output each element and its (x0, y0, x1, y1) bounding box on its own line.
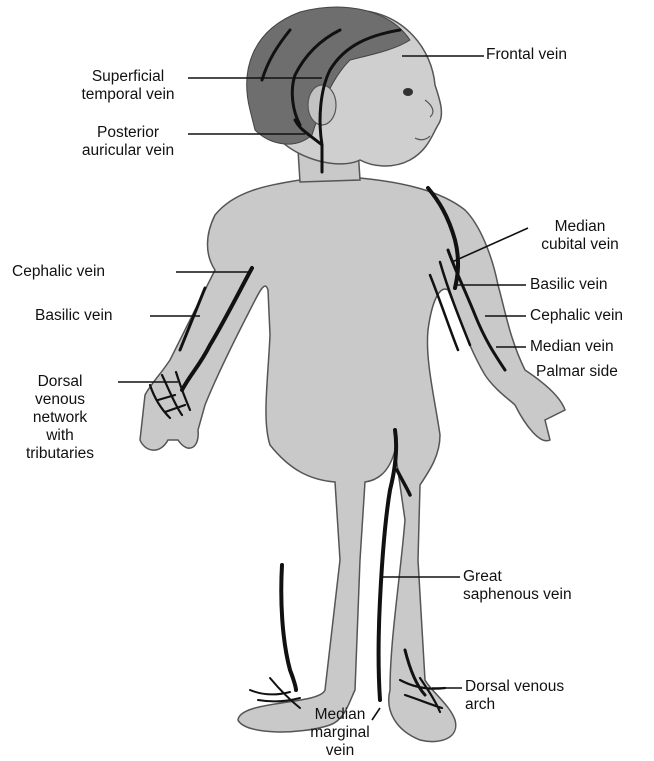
label-cephalic-vein-left: Cephalic vein (530, 307, 650, 325)
label-basilic-vein-left: Basilic vein (530, 276, 608, 294)
label-dorsal-venous-network: Dorsal venous network with tributaries (10, 373, 110, 463)
body-silhouette (140, 148, 565, 742)
label-posterior-auricular-vein: Posterior auricular vein (72, 124, 184, 160)
label-median-marginal-vein: Median marginal vein (300, 706, 380, 760)
label-median-cubital-vein: Median cubital vein (530, 218, 630, 254)
label-dorsal-venous-arch: Dorsal venous arch (465, 678, 564, 714)
head (247, 7, 442, 166)
label-cephalic-vein-right: Cephalic vein (12, 263, 105, 281)
label-palmar-side: Palmar side (536, 363, 618, 381)
label-superficial-temporal-vein: Superficial temporal vein (72, 68, 184, 104)
label-frontal-vein: Frontal vein (486, 46, 567, 64)
label-basilic-vein-right: Basilic vein (35, 307, 113, 325)
label-great-saphenous-vein: Great saphenous vein (463, 568, 572, 604)
label-median-vein: Median vein (530, 338, 614, 356)
